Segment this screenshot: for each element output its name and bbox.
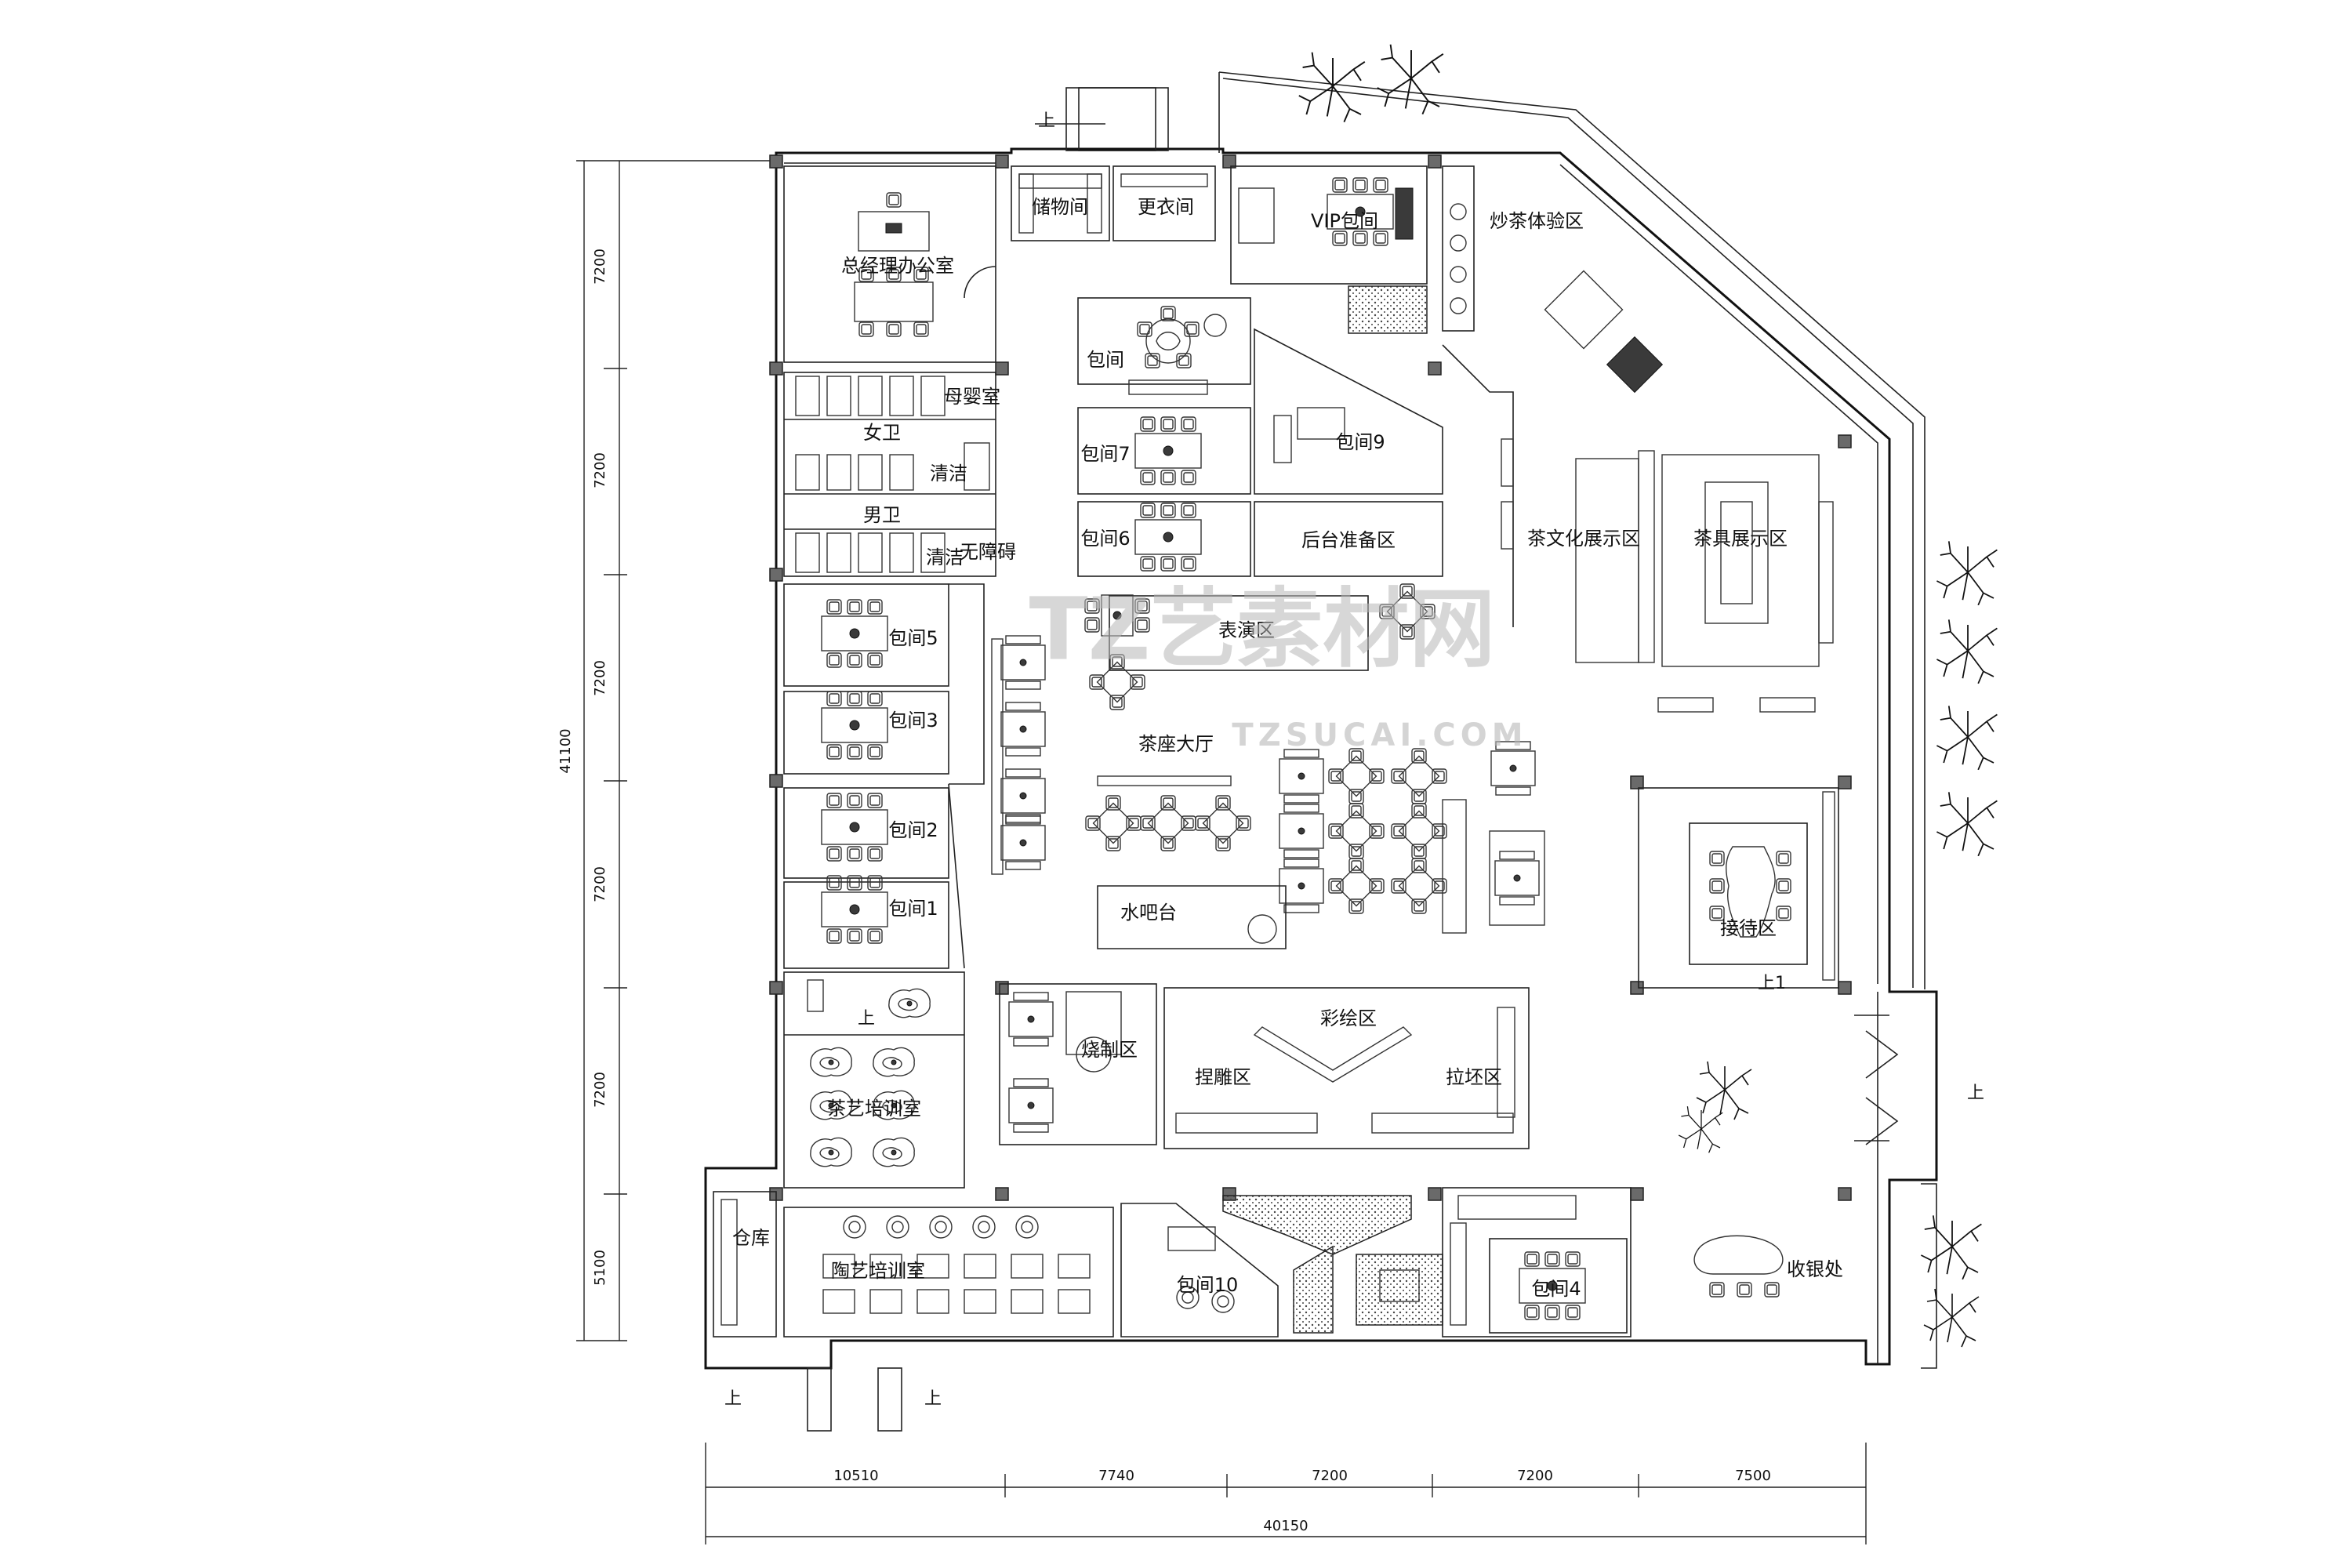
vdim-5: 7200: [592, 1072, 608, 1108]
vdim-6: 5100: [592, 1250, 608, 1286]
room-kiln: 烧制区: [1081, 1039, 1138, 1061]
room-locker: 更衣间: [1138, 196, 1194, 218]
vdim-3: 7200: [592, 660, 608, 696]
hdim-total: 40150: [1263, 1518, 1308, 1534]
room-shaping: 捏雕区: [1195, 1066, 1251, 1088]
room-accessible: 无障碍: [960, 541, 1016, 563]
storage-locker: 储物间 更衣间: [1011, 165, 1216, 241]
vdim-2: 7200: [592, 452, 608, 488]
room-warehouse: 仓库: [732, 1227, 770, 1249]
arrow-up-bottom-left: 上: [724, 1389, 742, 1409]
room-cleaning-2: 清洁: [926, 546, 964, 568]
watermark-main: TZ艺素材网: [1029, 579, 1496, 679]
room-private-3: 包间3: [888, 710, 938, 731]
private-rooms-left: 包间5 包间3 包间2 包间1: [783, 583, 985, 969]
room-painting: 彩绘区: [1320, 1007, 1377, 1029]
watermark: TZ艺素材网 TZSUCAI.COM: [1029, 579, 1527, 753]
room-storage: 储物间: [1032, 196, 1088, 218]
arrow-up-tea-room: 上: [858, 1009, 875, 1029]
vip-roasting: VIP包间 炒茶体验区: [1230, 165, 1584, 334]
room-throwing: 拉坯区: [1446, 1066, 1502, 1088]
room-cashier: 收银处: [1787, 1258, 1843, 1280]
room-private-7: 包间7: [1080, 443, 1130, 465]
room-vip: VIP包间: [1311, 210, 1378, 232]
room-private-a: 包间: [1087, 349, 1124, 371]
room-private-2: 包间2: [888, 819, 938, 841]
display-areas: 茶文化展示区 茶具展示区: [1442, 270, 1834, 713]
room-private-4: 包间4: [1531, 1278, 1581, 1300]
room-tea-art: 茶艺培训室: [827, 1098, 921, 1120]
exterior-trees: [1298, 43, 1998, 1348]
room-water-bar: 水吧台: [1120, 902, 1177, 924]
arrow-up-entry: 上: [1967, 1083, 1984, 1103]
vdim-1: 7200: [592, 249, 608, 285]
outer-walls: [704, 71, 1938, 1370]
room-reception: 接待区: [1720, 917, 1777, 939]
room-private-1: 包间1: [888, 898, 938, 920]
room-pottery-training: 陶艺培训室: [831, 1260, 925, 1282]
watermark-sub: TZSUCAI.COM: [1232, 717, 1527, 753]
hdim-2: 7740: [1098, 1468, 1134, 1484]
room-gm-office: 总经理办公室: [841, 255, 954, 277]
room-private-9: 包间9: [1335, 431, 1385, 453]
tea-art-training: 上 茶艺培训室: [783, 971, 965, 1189]
cashier-entry: 收银处 上: [1678, 1014, 1984, 1298]
room-tea-roasting: 炒茶体验区: [1490, 210, 1584, 232]
room-cleaning-1: 清洁: [930, 463, 967, 485]
room-backstage: 后台准备区: [1301, 529, 1396, 551]
hdim-1: 10510: [833, 1468, 878, 1484]
room-private-5: 包间5: [888, 627, 938, 649]
bottom-middle-rooms: 包间10 包间4: [1120, 1187, 1632, 1338]
room-private-6: 包间6: [1080, 528, 1130, 550]
tea-hall: 表演区 茶座大厅 水吧台: [991, 584, 1545, 949]
room-tea-ware: 茶具展示区: [1693, 528, 1788, 550]
room-tea-culture: 茶文化展示区: [1527, 528, 1640, 550]
vertical-dimension-chain: 7200 7200 7200 7200 7200 5100 41100: [557, 160, 776, 1341]
room-performance: 表演区: [1218, 619, 1275, 641]
room-mens-wc: 男卫: [863, 504, 901, 526]
room-tea-hall: 茶座大厅: [1138, 733, 1214, 755]
horizontal-dimension-chain: 10510 7740 7200 7200 7500 40150: [705, 1443, 1867, 1544]
reception-area: 接待区 上1: [1638, 787, 1839, 993]
hdim-4: 7200: [1517, 1468, 1553, 1484]
vdim-4: 7200: [592, 866, 608, 902]
center-private-rooms: 包间 包间7 包间6 包间9 后台准备区: [1077, 297, 1443, 577]
arrow-up1-reception: 上1: [1758, 974, 1786, 993]
restrooms: 母婴室 女卫 清洁 男卫 清洁 无障碍: [783, 372, 1016, 577]
room-mother-baby: 母婴室: [944, 386, 1000, 408]
arrow-up-top: 上: [1038, 111, 1055, 131]
hdim-3: 7200: [1312, 1468, 1348, 1484]
pottery-zones: 烧制区 彩绘区 捏雕区 拉坯区: [999, 983, 1530, 1149]
warehouse-pottery: 仓库 陶艺培训室 上 上: [713, 1191, 1114, 1432]
room-private-10: 包间10: [1177, 1274, 1239, 1296]
vdim-total: 41100: [557, 728, 574, 773]
hdim-5: 7500: [1735, 1468, 1771, 1484]
gm-office: 总经理办公室: [783, 165, 996, 363]
top-stairs: 上: [1035, 87, 1169, 151]
arrow-up-bottom-right: 上: [924, 1389, 942, 1409]
room-womens-wc: 女卫: [863, 422, 901, 444]
